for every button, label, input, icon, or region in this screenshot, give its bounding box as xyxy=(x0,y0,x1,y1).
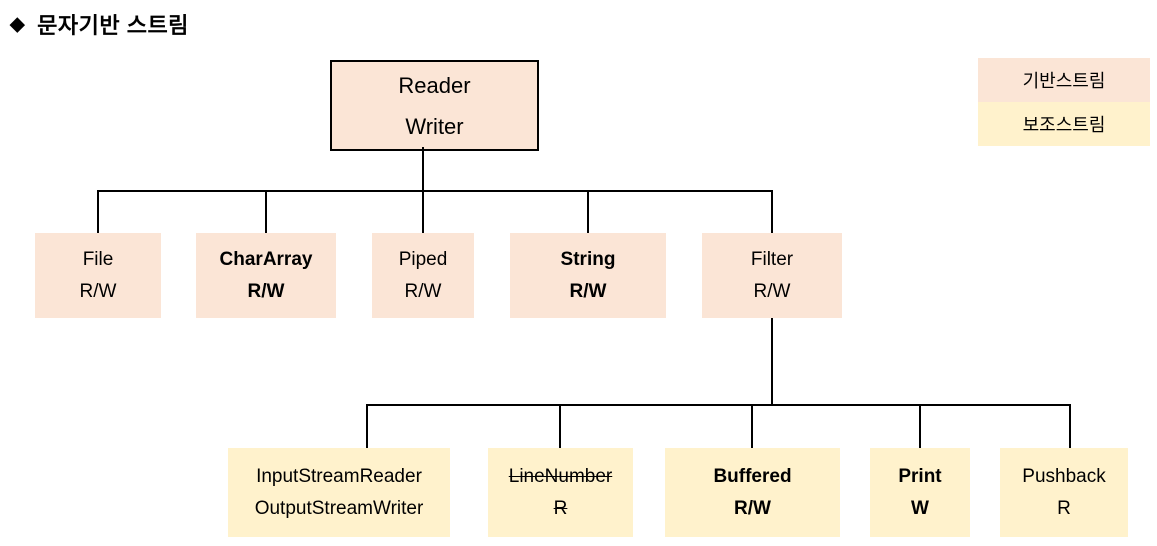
node-piped-line1: Piped xyxy=(398,248,448,270)
connector-stub-buffered xyxy=(751,404,753,448)
connector-stub-inputstreamreader xyxy=(366,404,368,448)
node-file-line1: File xyxy=(82,248,114,270)
node-print-line1: Print xyxy=(898,465,942,487)
page-title-text: 문자기반 스트림 xyxy=(37,13,189,38)
node-inputstreamreader-line2: OutputStreamWriter xyxy=(254,497,424,519)
node-reader-writer-line1: Reader xyxy=(398,72,471,98)
connector-stub-piped xyxy=(422,190,424,233)
node-buffered-line1: Buffered xyxy=(713,465,792,487)
connector-stub-print xyxy=(919,404,921,448)
node-inputstreamreader-outputstreamwriter: InputStreamReader OutputStreamWriter xyxy=(228,448,450,537)
node-pushback: Pushback R xyxy=(1000,448,1128,537)
legend-aux-stream-label: 보조스트림 xyxy=(1022,115,1106,135)
node-buffered: Buffered R/W xyxy=(665,448,840,537)
node-pushback-line1: Pushback xyxy=(1022,465,1106,487)
node-chararray: CharArray R/W xyxy=(196,233,336,318)
node-filter-line2: R/W xyxy=(753,280,791,302)
connector-stub-chararray xyxy=(265,190,267,233)
node-print: Print W xyxy=(870,448,970,537)
connector-stub-linenumber xyxy=(559,404,561,448)
legend-base-stream-label: 기반스트림 xyxy=(1022,71,1106,91)
node-pushback-line2: R xyxy=(1057,497,1071,519)
connector-level2-horizontal xyxy=(97,190,773,192)
connector-root-vertical xyxy=(422,147,424,192)
node-file: File R/W xyxy=(35,233,161,318)
node-string-line1: String xyxy=(560,248,616,270)
node-print-line2: W xyxy=(911,497,929,519)
node-string-line2: R/W xyxy=(569,280,607,302)
node-filter-line1: Filter xyxy=(750,248,794,270)
page-title: ◆ 문자기반 스트림 xyxy=(10,8,189,40)
node-piped: Piped R/W xyxy=(372,233,474,318)
node-linenumber-line2: R xyxy=(553,497,568,519)
node-reader-writer-line2: Writer xyxy=(405,113,464,139)
legend-aux-stream: 보조스트림 xyxy=(978,102,1150,146)
node-chararray-line1: CharArray xyxy=(219,248,313,270)
connector-level3-horizontal xyxy=(366,404,1071,406)
connector-stub-pushback xyxy=(1069,404,1071,448)
node-string: String R/W xyxy=(510,233,666,318)
legend-base-stream: 기반스트림 xyxy=(978,58,1150,102)
connector-filter-vertical xyxy=(771,318,773,406)
connector-stub-filter xyxy=(771,190,773,233)
node-reader-writer: Reader Writer xyxy=(330,60,539,151)
node-filter: Filter R/W xyxy=(702,233,842,318)
node-file-line2: R/W xyxy=(79,280,117,302)
node-chararray-line2: R/W xyxy=(247,280,285,302)
legend: 기반스트림 보조스트림 xyxy=(978,58,1150,146)
diamond-bullet-icon: ◆ xyxy=(10,13,26,35)
node-linenumber: LineNumber R xyxy=(488,448,633,537)
node-buffered-line2: R/W xyxy=(734,497,771,519)
node-linenumber-line1: LineNumber xyxy=(508,465,613,487)
node-inputstreamreader-line1: InputStreamReader xyxy=(256,465,422,487)
node-piped-line2: R/W xyxy=(404,280,442,302)
connector-stub-file xyxy=(97,190,99,233)
connector-stub-string xyxy=(587,190,589,233)
